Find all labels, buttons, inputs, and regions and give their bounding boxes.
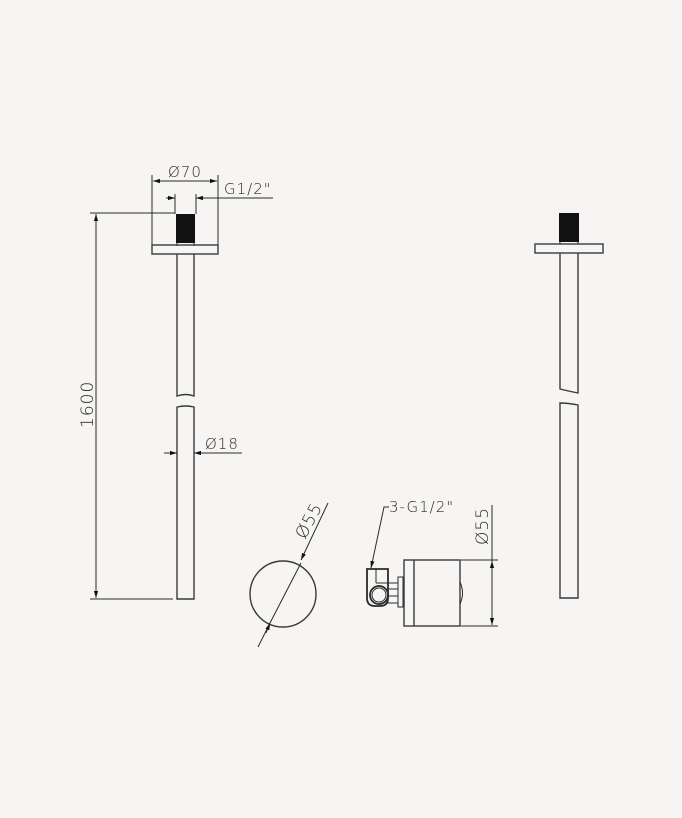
right-pipe-lower xyxy=(559,402,579,599)
side-diameter-label: Ø55 xyxy=(473,507,493,545)
flange-diameter-label: Ø70 xyxy=(168,163,202,181)
diameter-leader-high xyxy=(300,502,329,561)
pipe-upper xyxy=(176,254,195,398)
circle-diameter-label: Ø55 xyxy=(292,499,328,542)
pipe-diameter-label: Ø18 xyxy=(205,435,239,453)
length-label: 1600 xyxy=(78,381,98,428)
right-view xyxy=(534,213,604,599)
outlet-leader xyxy=(370,506,389,569)
front-view: Ø70 G1/2" 1600 Ø18 xyxy=(78,163,273,600)
thread-fill xyxy=(176,214,195,243)
circle-view: Ø55 xyxy=(249,499,329,648)
pipe-lower xyxy=(176,405,195,600)
elbow-outlet-circle xyxy=(369,585,389,605)
flange xyxy=(151,244,219,255)
thread-label: G1/2" xyxy=(224,180,272,198)
escutcheon-circle xyxy=(249,560,317,628)
right-pipe-upper xyxy=(559,253,579,394)
mixer-body xyxy=(403,559,461,627)
right-flange xyxy=(534,243,604,254)
right-thread-fill xyxy=(559,213,579,242)
side-view: 3-G1/2" Ø55 xyxy=(366,498,498,627)
outlet-thread-label: 3-G1/2" xyxy=(389,498,454,516)
